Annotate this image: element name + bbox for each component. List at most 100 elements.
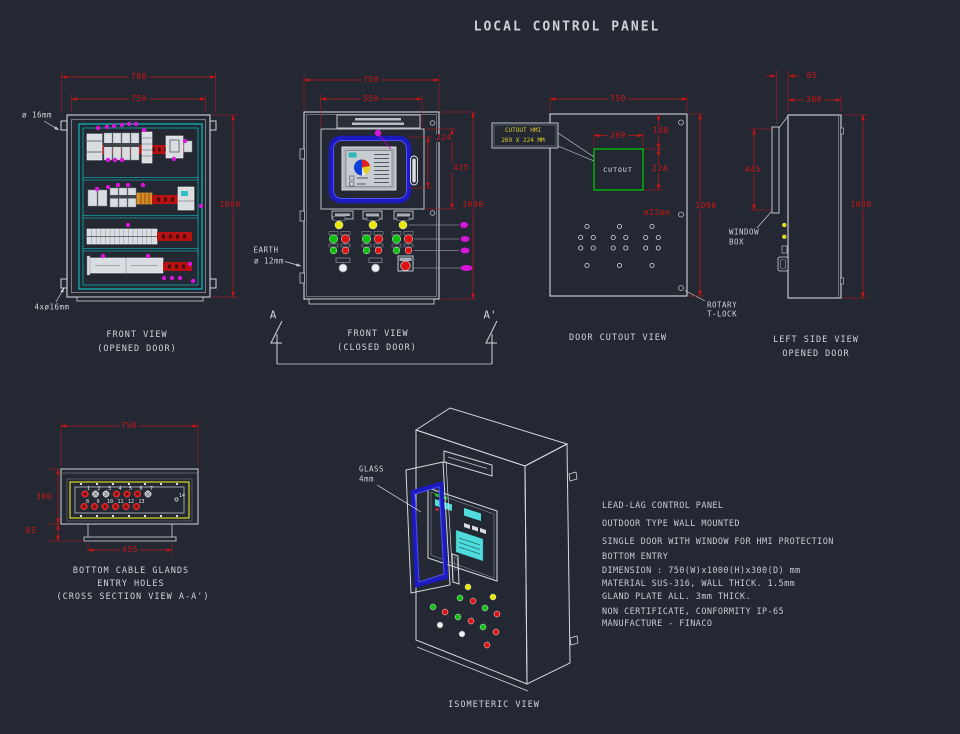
gland-hole-number: 4	[118, 486, 122, 492]
gland-hole-number: 12	[128, 498, 135, 505]
door-cutout-view	[491, 113, 772, 302]
spec-line: SINGLE DOOR WITH WINDOW FOR HMI PROTECTI…	[602, 536, 834, 547]
spec-line: MATERIAL SUS-316, WALL THICK. 1.5mm	[602, 578, 796, 589]
callout-balloons	[460, 222, 473, 271]
gland-hole-label: ø22mm	[643, 208, 671, 217]
rotary-lock-hole	[678, 285, 684, 291]
dim-65-side: 65	[804, 71, 820, 80]
left-side-view	[771, 114, 844, 299]
dim-1000-opened: 1000	[217, 200, 243, 209]
caption-left-side-1: LEFT SIDE VIEW	[773, 334, 859, 345]
dim-1000-cutout: 1000	[693, 201, 719, 210]
dim-188: 188	[651, 126, 671, 135]
hinge-pin	[782, 234, 787, 239]
section-markers	[270, 320, 498, 365]
spec-line: BOTTOM ENTRY	[602, 551, 669, 562]
lamp-green	[329, 234, 338, 244]
rotary-label-2: T-LOCK	[706, 309, 739, 319]
earth-leader	[282, 260, 302, 267]
front-opened-callout-balloons	[94, 121, 204, 284]
mount-hole-label: ø 16mm	[20, 110, 54, 120]
lamp-green	[362, 234, 371, 244]
earth-label-1: EARTH	[252, 245, 280, 255]
glass-label-1: GLASS	[358, 464, 386, 474]
gland-hole-number: 11	[117, 498, 124, 505]
gland-hole-number: 6	[139, 486, 143, 492]
spec-line: NON CERTIFICATE, CONFORMITY IP-65	[602, 606, 785, 617]
dim-550: 550	[361, 94, 381, 103]
caption-isometric: ISOMETERIC VIEW	[448, 699, 540, 710]
front-closed-door	[299, 111, 440, 305]
caption-glands-2: ENTRY HOLES	[97, 578, 165, 589]
hmi-cutout-outline	[593, 148, 644, 191]
dim-780: 780	[129, 72, 149, 81]
caption-front-opened-2: (OPENED DOOR)	[97, 343, 177, 354]
caption-glands-3: (CROSS SECTION VIEW A-A')	[56, 591, 210, 602]
isometric-view	[376, 407, 579, 692]
lamp-yellow	[398, 220, 408, 230]
earth-label-2: ø 12mm	[252, 256, 286, 266]
caption-glands-1: BOTTOM CABLE GLANDS	[72, 565, 190, 576]
lamp-yellow	[368, 220, 378, 230]
lamp-red	[404, 234, 413, 244]
dim-269: 269	[608, 130, 628, 140]
section-letter-a: A	[269, 308, 277, 322]
cutout-label: CUTOUT	[603, 165, 633, 174]
front-closed-pushbuttons	[328, 210, 473, 273]
gland-hole-number: 2	[97, 486, 101, 492]
cable-glands-view	[60, 468, 199, 542]
pie-slice-blue	[354, 159, 362, 176]
glass-label-2: 4mm	[358, 474, 376, 484]
glass-pane	[410, 481, 449, 588]
front-opened-components	[86, 131, 195, 276]
rotary-label-1: ROTARY	[706, 300, 739, 310]
dim-1000-side: 1000	[848, 200, 874, 209]
caption-door-cutout: DOOR CUTOUT VIEW	[569, 332, 667, 343]
cutout-callout-box	[491, 122, 559, 149]
dim-1000-closed: 1000	[460, 200, 486, 209]
gland-hole-number: 8	[86, 498, 90, 505]
drawing-title: LOCAL CONTROL PANEL	[473, 19, 661, 35]
opened-door-plate	[771, 126, 780, 214]
cutout-callout-line1: CUTOUT HMI	[504, 127, 542, 134]
gland-plate	[69, 481, 190, 519]
caption-front-opened-1: FRONT VIEW	[106, 329, 168, 340]
lamp-yellow	[334, 220, 344, 230]
dim-300-glands: 300	[34, 492, 54, 501]
dim-425: 425	[451, 163, 471, 172]
iso-handle	[451, 553, 460, 585]
gland-hole-number: 13	[138, 498, 145, 505]
dim-300-side: 300	[804, 95, 824, 104]
front-opened-dimensions	[61, 72, 238, 298]
lamp-green	[392, 234, 401, 244]
hinge-pin	[782, 222, 787, 228]
gland-hole-number: 5	[129, 486, 133, 492]
dim-750-cutout: 750	[608, 94, 628, 103]
dim-224-closed: 224	[434, 133, 454, 142]
dim-750-closed: 750	[361, 75, 381, 84]
gland-hole-number: 9	[96, 498, 100, 505]
caption-left-side-2: OPENED DOOR	[782, 348, 850, 359]
gland-holes	[80, 490, 179, 510]
lamp-red	[374, 234, 383, 244]
opened-window-door	[405, 461, 451, 594]
spec-line: DIMENSION : 750(W)x1000(H)x300(D) mm	[602, 565, 801, 576]
iso-pushbuttons	[429, 583, 501, 649]
spec-line: OUTDOOR TYPE WALL MOUNTED	[602, 518, 740, 529]
pushbutton-holes	[578, 223, 661, 268]
mount-holes-qty-label: 4xø16mm	[33, 302, 71, 312]
front-opened-leaders	[43, 120, 65, 303]
dim-445: 445	[743, 165, 763, 174]
spec-line: LEAD-LAG CONTROL PANEL	[602, 500, 724, 511]
caption-front-closed-2: (CLOSED DOOR)	[337, 342, 417, 353]
gland-hole-number: 3	[108, 486, 112, 492]
button-white	[338, 263, 348, 273]
dim-750-opened: 750	[129, 94, 149, 103]
cutout-callout-line2: 269 X 224 MM	[501, 137, 545, 144]
button-white	[371, 263, 380, 273]
gland-hole-number: 7	[150, 486, 154, 492]
gland-hole-number: 10	[107, 498, 114, 505]
side-handle	[777, 256, 789, 272]
